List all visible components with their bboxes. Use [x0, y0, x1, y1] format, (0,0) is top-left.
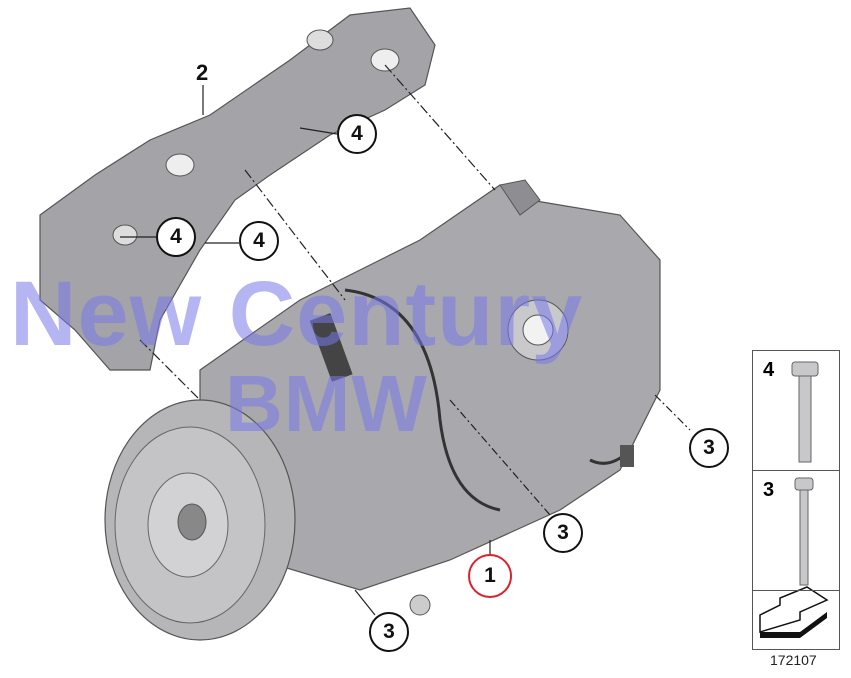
callout-part-3-bottom: 3	[369, 612, 409, 652]
fastener-legend: 4 3	[752, 350, 840, 650]
callout-part-4-mid: 4	[239, 221, 279, 261]
figure-number: 172107	[770, 652, 817, 668]
callout-part-2: 2	[196, 60, 209, 85]
legend-label: 4	[763, 359, 775, 381]
legend-row-bolt-3: 3	[753, 471, 839, 591]
legend-row-arrow	[753, 591, 839, 649]
compressor-body	[199, 184, 661, 591]
callout-part-4-top: 4	[337, 114, 377, 154]
legend-bolt-icons	[791, 361, 819, 586]
leader-lines	[120, 64, 691, 616]
watermark-line1: New Century	[10, 263, 584, 365]
legend-row-bolt-4: 4	[753, 351, 839, 471]
watermark-line2: BMW	[225, 359, 428, 448]
legend-label: 3	[763, 479, 775, 501]
callout-part-3-right: 3	[689, 428, 729, 468]
direction-arrow-icon	[759, 586, 829, 638]
callout-part-1-highlighted: 1	[468, 554, 512, 598]
callout-part-4-left: 4	[156, 217, 196, 257]
callout-part-3-center: 3	[543, 513, 583, 553]
